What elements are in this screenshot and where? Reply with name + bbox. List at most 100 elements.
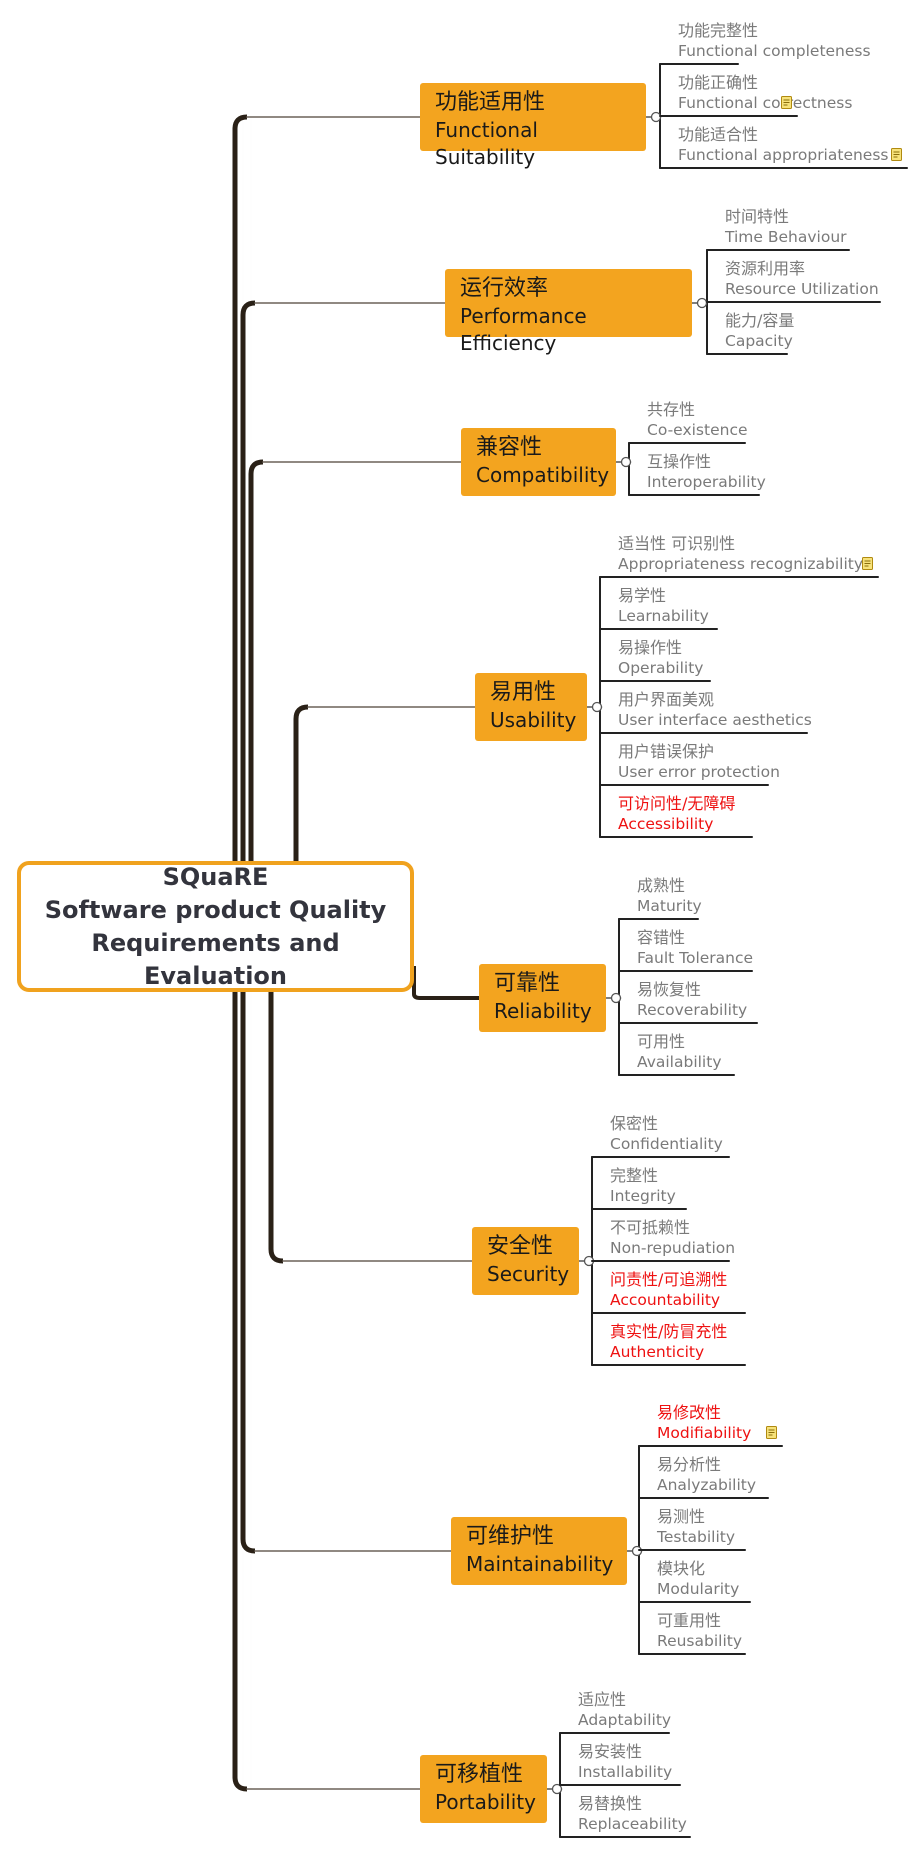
leaf-label-cn: 保密性 — [610, 1114, 659, 1133]
leaf-label-en: User error protection — [618, 763, 780, 781]
leaf-label-cn: 真实性/防冒充性 — [610, 1322, 728, 1341]
branch-node[interactable]: 功能适用性 Functional Suitability — [420, 83, 646, 169]
leaf-node[interactable]: 可重用性 Reusability — [657, 1610, 742, 1652]
leaf-label-cn: 适当性 可识别性 — [618, 534, 736, 553]
collapse-toggle-icon[interactable] — [591, 701, 603, 713]
leaf-node[interactable]: 能力/容量 Capacity — [725, 310, 794, 352]
note-icon[interactable] — [862, 557, 873, 570]
branch-label-cn: 功能适用性 — [435, 90, 546, 115]
leaf-label-cn: 可重用性 — [657, 1611, 722, 1630]
branch-label-en: Functional Suitability — [435, 118, 538, 169]
leaf-node[interactable]: 易修改性 Modifiability — [657, 1402, 751, 1444]
leaf-label-cn: 易修改性 — [657, 1403, 722, 1422]
collapse-toggle-icon[interactable] — [551, 1783, 563, 1795]
note-icon[interactable] — [781, 96, 792, 109]
leaf-label-en: Adaptability — [578, 1711, 672, 1729]
branch-label-cn: 易用性 — [490, 680, 557, 705]
root-node[interactable]: SQuaRE Software product Quality Requirem… — [17, 861, 414, 992]
leaf-label-cn: 易恢复性 — [637, 980, 702, 999]
leaf-label-en: Replaceability — [578, 1815, 687, 1833]
branch-node[interactable]: 易用性 Usability — [475, 673, 587, 741]
leaf-node[interactable]: 资源利用率 Resource Utilization — [725, 258, 879, 300]
trunk-connector — [240, 992, 256, 1554]
leaf-node[interactable]: 互操作性 Interoperability — [647, 451, 766, 493]
leaf-label-en: Maturity — [637, 897, 702, 915]
leaf-label-cn: 时间特性 — [725, 207, 790, 226]
leaf-label-en: Functional appropriateness — [678, 146, 889, 164]
collapse-toggle-icon[interactable] — [696, 297, 708, 309]
leaf-label-en: Reusability — [657, 1632, 743, 1650]
leaf-label-cn: 易安装性 — [578, 1742, 643, 1761]
branch-label-cn: 运行效率 — [460, 276, 549, 301]
leaf-label-cn: 互操作性 — [647, 452, 712, 471]
leaf-label-cn: 易分析性 — [657, 1455, 722, 1474]
leaf-node[interactable]: 完整性 Integrity — [610, 1165, 676, 1207]
leaf-label-en: User interface aesthetics — [618, 711, 812, 729]
branch-node[interactable]: 兼容性 Compatibility — [461, 428, 616, 496]
leaf-label-en: Capacity — [725, 332, 793, 350]
leaf-node[interactable]: 易替换性 Replaceability — [578, 1793, 687, 1835]
collapse-toggle-icon[interactable] — [620, 456, 632, 468]
leaf-label-cn: 完整性 — [610, 1166, 659, 1185]
trunk-connector — [293, 704, 309, 861]
branch-label-cn: 可维护性 — [466, 1524, 555, 1549]
leaf-label-en: Interoperability — [647, 473, 766, 491]
root-subtitle-line-2: Requirements and Evaluation — [91, 928, 340, 990]
leaf-label-en: Resource Utilization — [725, 280, 879, 298]
leaf-label-cn: 易测性 — [657, 1507, 706, 1526]
leaf-label-en: Accessibility — [618, 815, 714, 833]
note-icon[interactable] — [891, 148, 902, 161]
branch-connector — [412, 966, 479, 1000]
leaf-node[interactable]: 功能适合性 Functional appropriateness — [678, 124, 889, 166]
leaf-label-en: Integrity — [610, 1187, 676, 1205]
branch-label-en: Usability — [490, 708, 577, 732]
leaf-label-en: Functional correctness — [678, 94, 853, 112]
branch-label-en: Compatibility — [476, 463, 610, 487]
leaf-node[interactable]: 易测性 Testability — [657, 1506, 735, 1548]
collapse-toggle-icon[interactable] — [610, 992, 622, 1004]
leaf-label-cn: 功能适合性 — [678, 125, 759, 144]
leaf-node[interactable]: 共存性 Co-existence — [647, 399, 748, 441]
leaf-label-cn: 易替换性 — [578, 1794, 643, 1813]
branch-label-cn: 兼容性 — [476, 435, 543, 460]
collapse-toggle-icon[interactable] — [650, 111, 662, 123]
leaf-label-en: Modularity — [657, 1580, 740, 1598]
leaf-label-en: Co-existence — [647, 421, 748, 439]
leaf-label-en: Modifiability — [657, 1424, 752, 1442]
leaf-label-cn: 共存性 — [647, 400, 696, 419]
leaf-label-en: Testability — [657, 1528, 736, 1546]
trunk-connector — [248, 459, 264, 861]
leaf-label-en: Functional completeness — [678, 42, 871, 60]
note-icon[interactable] — [766, 1426, 777, 1439]
leaf-label-cn: 能力/容量 — [725, 311, 795, 330]
root-subtitle-line-1: Software product Quality — [44, 895, 387, 924]
leaf-label-en: Fault Tolerance — [637, 949, 754, 967]
leaf-label-cn: 资源利用率 — [725, 259, 806, 278]
